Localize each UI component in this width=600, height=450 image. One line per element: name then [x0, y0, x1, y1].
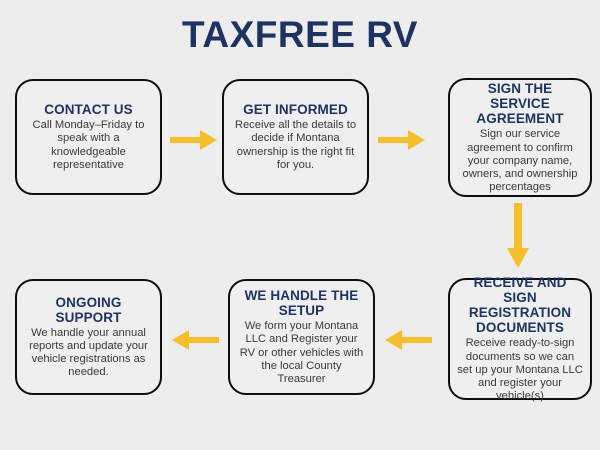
arrow-right-icon	[378, 128, 426, 152]
step-heading: GET INFORMED	[243, 102, 348, 118]
step-heading: SIGN THE SERVICE AGREEMENT	[476, 81, 564, 127]
arrow-left-icon	[384, 328, 432, 352]
step-box-ongoing-support[interactable]: ONGOING SUPPORT We handle your annual re…	[15, 279, 162, 395]
step-box-receive-sign-registration-documents[interactable]: RECEIVE AND SIGN REGISTRATION DOCUMENTS …	[448, 275, 592, 402]
step-box-we-handle-the-setup[interactable]: WE HANDLE THE SETUP We form your Montana…	[228, 279, 375, 395]
step-body: We handle your annual reports and update…	[29, 326, 148, 379]
step-box-sign-service-agreement[interactable]: SIGN THE SERVICE AGREEMENT Sign our serv…	[448, 78, 592, 197]
step-body: Call Monday–Friday to speak with a knowl…	[32, 119, 145, 171]
step-body: We form your Montana LLC and Register yo…	[239, 320, 364, 385]
arrow-left-icon	[171, 328, 219, 352]
step-body: Sign our service agreement to confirm yo…	[462, 128, 578, 193]
step-heading: ONGOING SUPPORT	[55, 294, 122, 325]
arrow-down-icon	[505, 203, 531, 269]
step-box-contact-us[interactable]: CONTACT US Call Monday–Friday to speak w…	[15, 79, 162, 195]
arrow-right-icon	[170, 128, 218, 152]
step-heading: WE HANDLE THE SETUP	[244, 288, 359, 319]
step-heading: CONTACT US	[44, 102, 133, 118]
step-box-get-informed[interactable]: GET INFORMED Receive all the details to …	[222, 79, 369, 195]
step-heading: RECEIVE AND SIGN REGISTRATION DOCUMENTS	[468, 275, 572, 336]
step-body: Receive ready-to-sign documents so we ca…	[457, 337, 583, 402]
step-body: Receive all the details to decide if Mon…	[234, 119, 357, 171]
page-title: TAXFREE RV	[182, 14, 418, 55]
